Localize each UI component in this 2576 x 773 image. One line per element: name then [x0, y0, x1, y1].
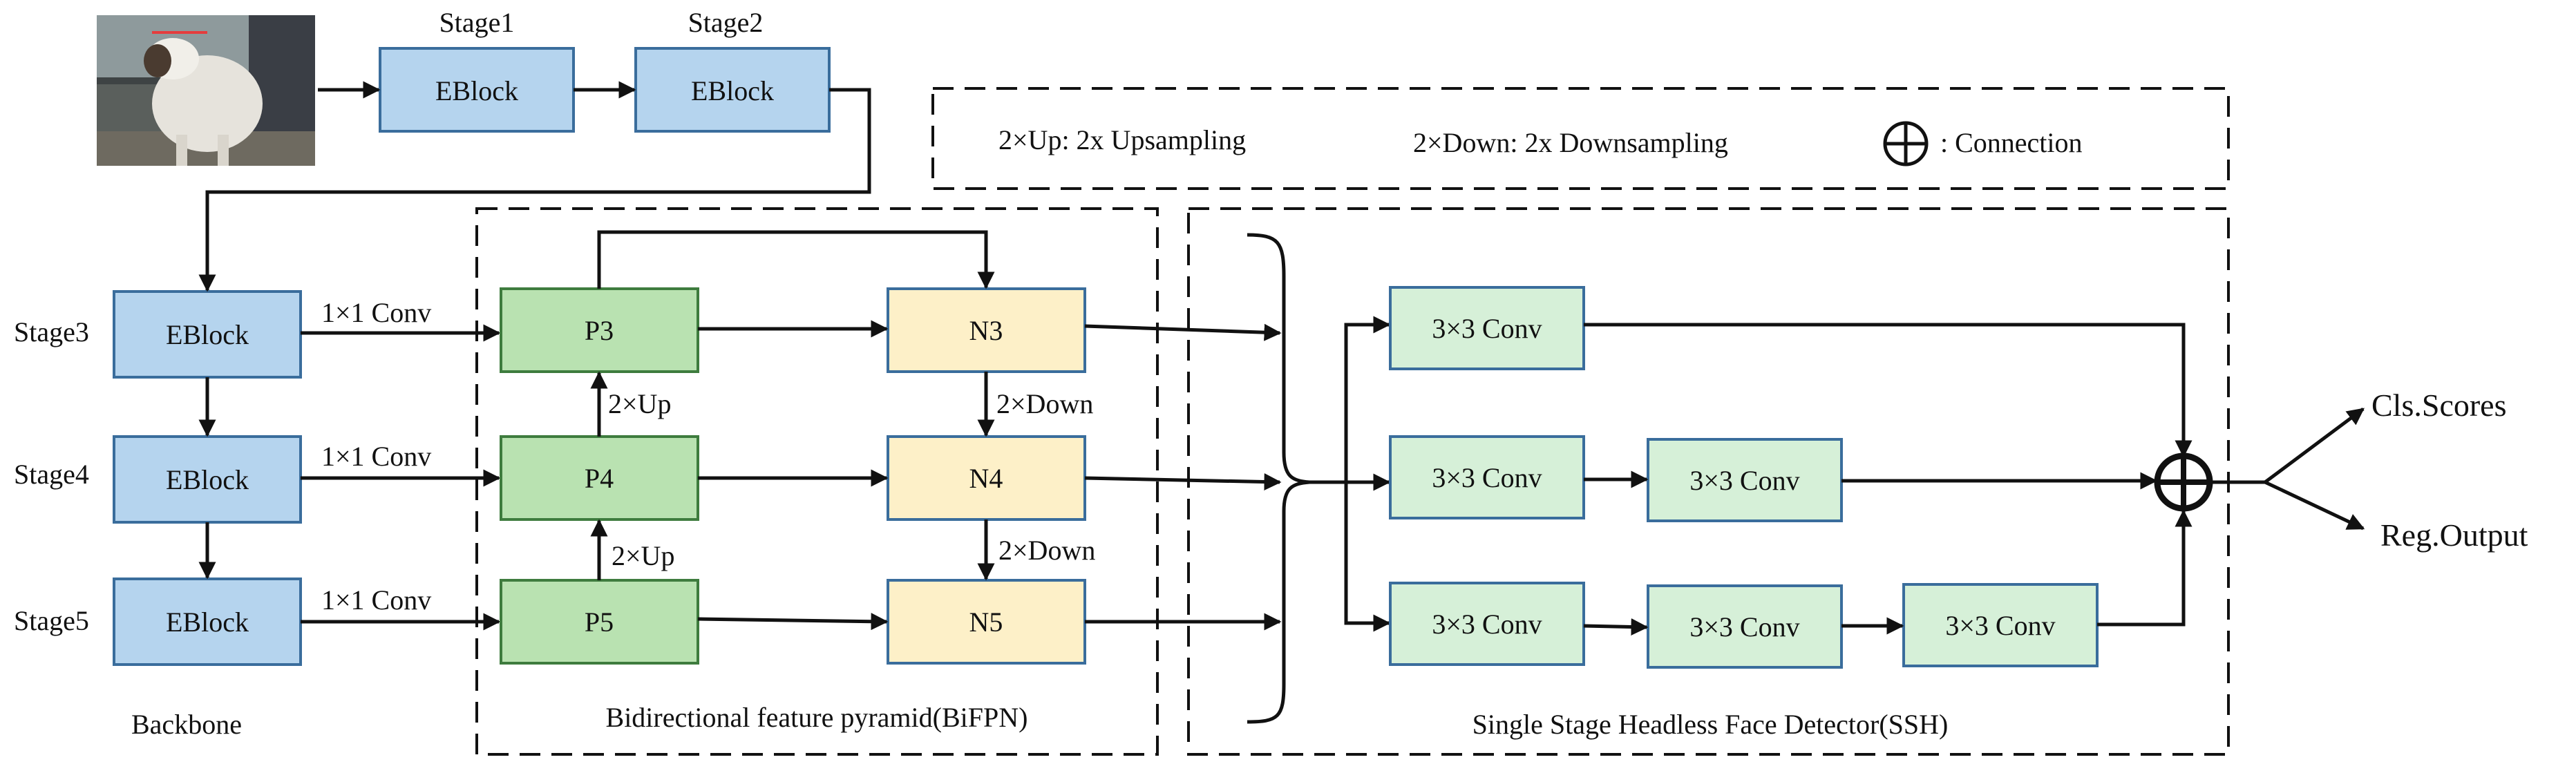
- stage5-label: Stage5: [14, 605, 89, 636]
- stage3-label: Stage3: [14, 316, 89, 347]
- legend-box: [931, 87, 2230, 190]
- eblock-stage1: EBlock: [379, 47, 575, 133]
- svg-text:EBlock: EBlock: [166, 319, 249, 350]
- output-cls-scores: Cls.Scores: [2371, 388, 2507, 423]
- bifpn-caption: Bidirectional feature pyramid(BiFPN): [606, 702, 1028, 733]
- p3-node: P3: [500, 287, 699, 373]
- svg-text:P5: P5: [585, 607, 614, 638]
- up2-label-p4-p3: 2×Up: [608, 388, 671, 419]
- down2-label-n3-n4: 2×Down: [996, 388, 1093, 419]
- svg-text:3×3 Conv: 3×3 Conv: [1432, 462, 1542, 493]
- conv3x3-branch3-a: 3×3 Conv: [1389, 582, 1585, 666]
- eblock-stage3: EBlock: [113, 290, 302, 379]
- stage1-label: Stage1: [439, 7, 515, 38]
- conv3x3-branch3-c: 3×3 Conv: [1902, 583, 2099, 667]
- svg-text:3×3 Conv: 3×3 Conv: [1689, 611, 1799, 642]
- conv1x1-label-stage3: 1×1 Conv: [321, 297, 431, 328]
- conv1x1-label-stage5: 1×1 Conv: [321, 584, 431, 615]
- p4-node: P4: [500, 435, 699, 521]
- stage4-label: Stage4: [14, 459, 89, 490]
- conv3x3-branch1-a: 3×3 Conv: [1389, 286, 1585, 370]
- svg-text:EBlock: EBlock: [691, 75, 774, 106]
- svg-text:3×3 Conv: 3×3 Conv: [1432, 609, 1542, 640]
- connection-icon: [1883, 121, 1929, 166]
- svg-text:N3: N3: [969, 315, 1003, 346]
- svg-text:P3: P3: [585, 315, 614, 346]
- svg-text:EBlock: EBlock: [166, 607, 249, 638]
- legend-up: 2×Up: 2x Upsampling: [998, 124, 1246, 155]
- stage2-label: Stage2: [688, 7, 764, 38]
- svg-text:3×3 Conv: 3×3 Conv: [1689, 465, 1799, 496]
- conv3x3-branch2-a: 3×3 Conv: [1389, 435, 1585, 519]
- eblock-stage4: EBlock: [113, 435, 302, 524]
- svg-text:3×3 Conv: 3×3 Conv: [1432, 313, 1542, 344]
- eblock-stage5: EBlock: [113, 578, 302, 666]
- p5-node: P5: [500, 579, 699, 665]
- bifpn-region: [475, 207, 1159, 756]
- svg-text:EBlock: EBlock: [166, 464, 249, 495]
- n4-node: N4: [887, 435, 1086, 521]
- up2-label-p5-p4: 2×Up: [612, 540, 674, 571]
- down2-label-n4-n5: 2×Down: [998, 535, 1095, 566]
- svg-text:N4: N4: [969, 463, 1003, 494]
- svg-text:EBlock: EBlock: [435, 75, 518, 106]
- conv1x1-label-stage4: 1×1 Conv: [321, 441, 431, 472]
- legend-connection: : Connection: [1940, 127, 2083, 158]
- svg-text:N5: N5: [969, 607, 1003, 638]
- input-image: [97, 15, 315, 166]
- svg-text:P4: P4: [585, 463, 614, 494]
- output-reg: Reg.Output: [2380, 517, 2528, 553]
- eblock-stage2: EBlock: [634, 47, 831, 133]
- n5-node: N5: [887, 579, 1086, 665]
- conv3x3-branch2-b: 3×3 Conv: [1647, 438, 1843, 522]
- merge-brace: [1247, 233, 1310, 724]
- n3-node: N3: [887, 287, 1086, 373]
- legend-down: 2×Down: 2x Downsampling: [1413, 127, 1728, 158]
- backbone-caption: Backbone: [131, 709, 242, 740]
- connection-node-icon: [2154, 452, 2213, 512]
- conv3x3-branch3-b: 3×3 Conv: [1647, 584, 1843, 669]
- ssh-caption: Single Stage Headless Face Detector(SSH): [1472, 709, 1949, 740]
- svg-text:3×3 Conv: 3×3 Conv: [1945, 610, 2055, 641]
